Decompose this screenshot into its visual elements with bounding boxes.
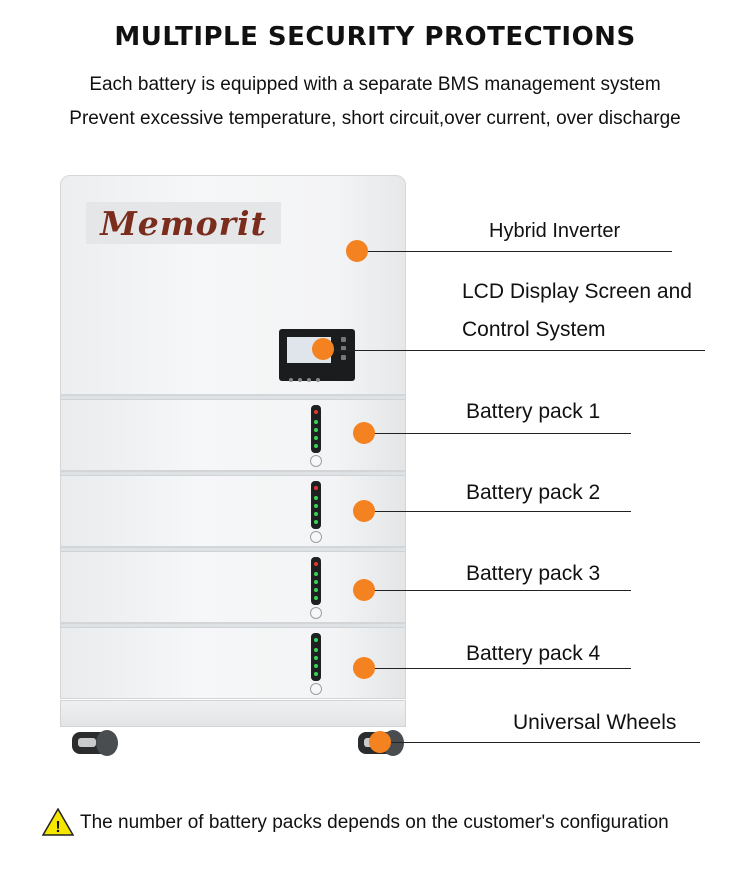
pack1-callout-dot (353, 422, 375, 444)
inverter-callout-dot (346, 240, 368, 262)
power-button-icon (310, 531, 322, 543)
hybrid-inverter-module: Memorit (60, 175, 406, 395)
label-universal-wheels: Universal Wheels (513, 711, 677, 734)
warning-triangle-icon: ! (42, 808, 74, 836)
battery-pack-3-module (60, 547, 406, 623)
subtitle-line-2: Prevent excessive temperature, short cir… (69, 108, 681, 129)
cabinet-base (60, 700, 406, 727)
configuration-note: ! The number of battery packs depends on… (42, 808, 722, 838)
pack2-leader-line (364, 511, 631, 512)
pack2-callout-dot (353, 500, 375, 522)
battery-cabinet: Memorit (60, 175, 406, 727)
battery-level-indicator (311, 633, 321, 681)
warning-icon-glyph: ! (55, 819, 60, 836)
battery-pack-4-module (60, 623, 406, 699)
battery-pack-2-module (60, 471, 406, 547)
battery-level-indicator (311, 557, 321, 605)
subtitle-line-1: Each battery is equipped with a separate… (89, 74, 661, 95)
page-headline: MULTIPLE SECURITY PROTECTIONS (114, 22, 636, 52)
brand-logo: Memorit (86, 202, 281, 244)
pack4-callout-dot (353, 657, 375, 679)
lcd-bottom-buttons (289, 369, 325, 387)
label-lcd-line-1: LCD Display Screen and (462, 280, 692, 303)
wheels-leader-line (380, 742, 700, 743)
battery-pack-1-module (60, 395, 406, 471)
power-button-icon (310, 607, 322, 619)
brand-logo-text: Memorit (100, 203, 267, 243)
label-battery-pack-2: Battery pack 2 (466, 481, 601, 504)
label-hybrid-inverter: Hybrid Inverter (489, 220, 621, 242)
label-lcd-line-2: Control System (462, 318, 606, 341)
pack3-callout-dot (353, 579, 375, 601)
battery-level-indicator (311, 481, 321, 529)
pack1-leader-line (364, 433, 631, 434)
power-button-icon (310, 683, 322, 695)
label-battery-pack-1: Battery pack 1 (466, 400, 601, 423)
label-battery-pack-3: Battery pack 3 (466, 562, 601, 585)
inverter-leader-line (357, 251, 672, 252)
power-button-icon (310, 455, 322, 467)
pack3-leader-line (364, 590, 631, 591)
lcd-leader-line (323, 350, 705, 351)
left-wheel-icon (72, 730, 118, 756)
wheels-callout-dot (369, 731, 391, 753)
pack4-leader-line (364, 668, 631, 669)
lcd-callout-dot (312, 338, 334, 360)
battery-level-indicator (311, 405, 321, 453)
label-battery-pack-4: Battery pack 4 (466, 642, 601, 665)
lcd-side-buttons (341, 337, 349, 364)
configuration-note-text: The number of battery packs depends on t… (80, 812, 669, 833)
